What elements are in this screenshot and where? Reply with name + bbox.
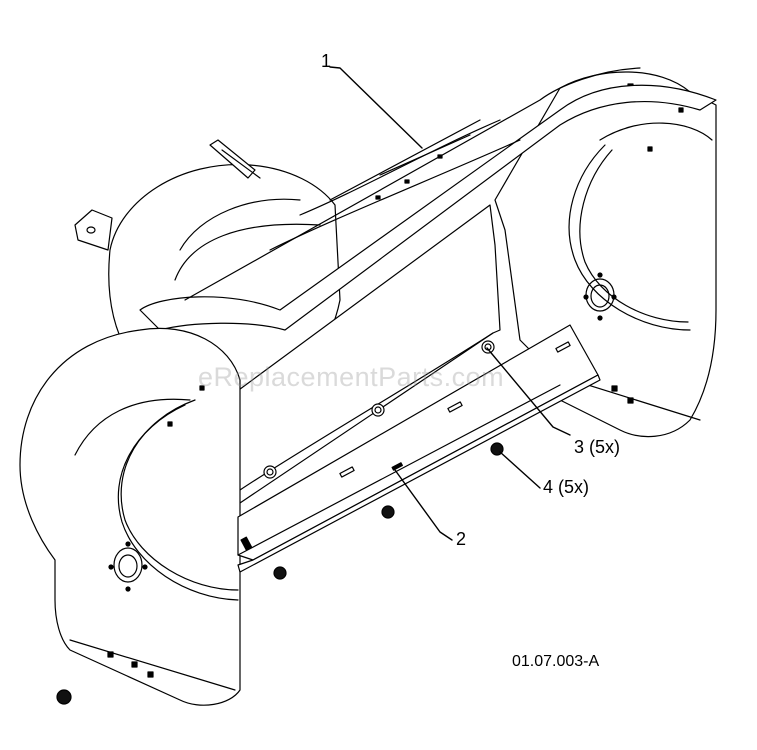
leader-part2 xyxy=(394,469,453,541)
leader-lines xyxy=(329,66,571,541)
callout-part1: 1 xyxy=(321,51,332,71)
shave-plate xyxy=(237,324,601,573)
callout-part2: 2 xyxy=(456,529,467,549)
leader-part3 xyxy=(486,347,571,436)
leader-part1 xyxy=(329,66,423,149)
leader-part4 xyxy=(499,451,541,489)
hex-nuts xyxy=(56,442,504,705)
watermark-text: eReplacementParts.com xyxy=(198,362,505,392)
drawing-number: 01.07.003-A xyxy=(512,653,600,670)
left-side-plate xyxy=(19,327,241,706)
callout-part3: 3 (5x) xyxy=(574,437,621,457)
callout-part4: 4 (5x) xyxy=(543,477,590,497)
housing-top-wrapper xyxy=(139,67,717,331)
carriage-bolts xyxy=(263,340,495,479)
